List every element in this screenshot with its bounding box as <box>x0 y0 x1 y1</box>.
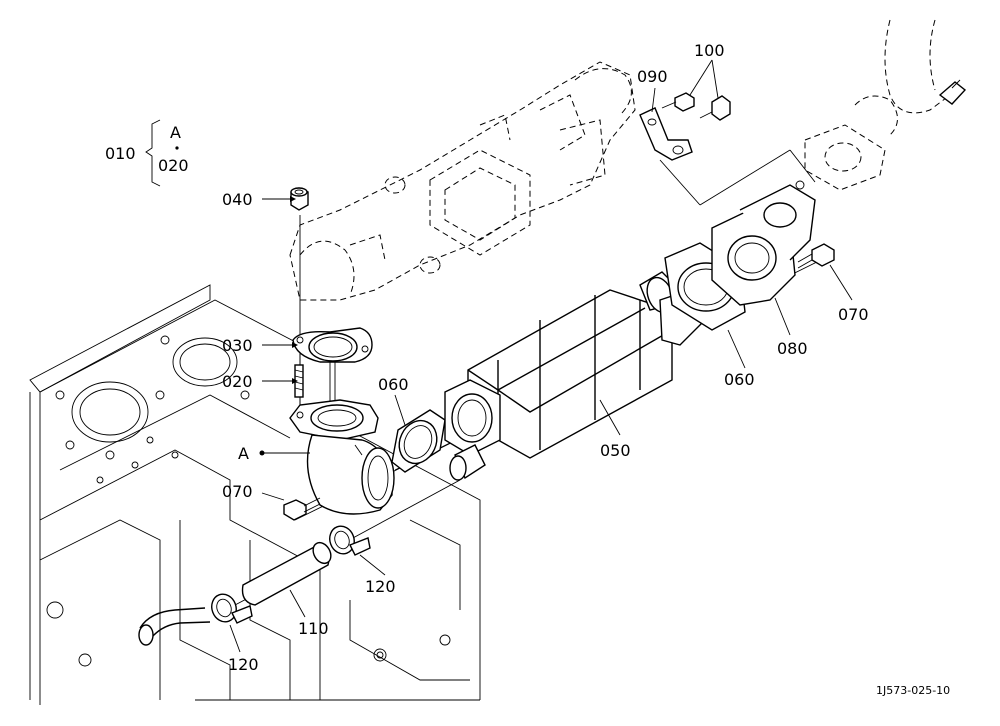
part-050-egr-cooler[interactable] <box>444 271 706 481</box>
label-120-lower: 120 <box>228 655 259 674</box>
part-070-bolt-left[interactable] <box>283 497 321 521</box>
label-040: 040 <box>222 190 253 209</box>
label-010: 010 <box>105 144 136 163</box>
label-070-right: 070 <box>838 305 869 324</box>
label-100: 100 <box>694 41 725 60</box>
part-030-gasket[interactable] <box>292 327 373 363</box>
exhaust-manifold <box>289 61 636 301</box>
label-020: 020 <box>222 372 253 391</box>
part-120-clamp-lower[interactable] <box>208 591 253 626</box>
label-080: 080 <box>777 339 808 358</box>
callout-leaders <box>229 59 853 653</box>
part-100-bolts[interactable] <box>661 92 731 121</box>
egr-pipe <box>804 19 967 191</box>
part-070-bolt-right[interactable] <box>797 243 835 269</box>
group-bracket <box>145 119 179 187</box>
part-080-flange[interactable] <box>711 180 816 306</box>
label-090: 090 <box>637 67 668 86</box>
part-110-hose[interactable] <box>241 539 335 606</box>
label-a: A <box>238 444 249 463</box>
part-090-bracket[interactable] <box>639 107 693 161</box>
label-120-upper: 120 <box>365 577 396 596</box>
label-group-a: A <box>170 123 181 142</box>
label-070-left: 070 <box>222 482 253 501</box>
label-group-020: 020 <box>158 156 189 175</box>
label-110: 110 <box>298 619 329 638</box>
part-060-gasket-left[interactable] <box>391 409 446 473</box>
label-060-left: 060 <box>378 375 409 394</box>
label-030: 030 <box>222 336 253 355</box>
label-050: 050 <box>600 441 631 460</box>
engine-block <box>29 284 481 705</box>
reference-code: 1J573-025-10 <box>876 684 950 697</box>
part-120-clamp-upper[interactable] <box>326 523 371 558</box>
part-040-nut[interactable] <box>290 187 309 211</box>
part-elbow-pipe[interactable] <box>289 399 395 515</box>
label-060-right: 060 <box>724 370 755 389</box>
